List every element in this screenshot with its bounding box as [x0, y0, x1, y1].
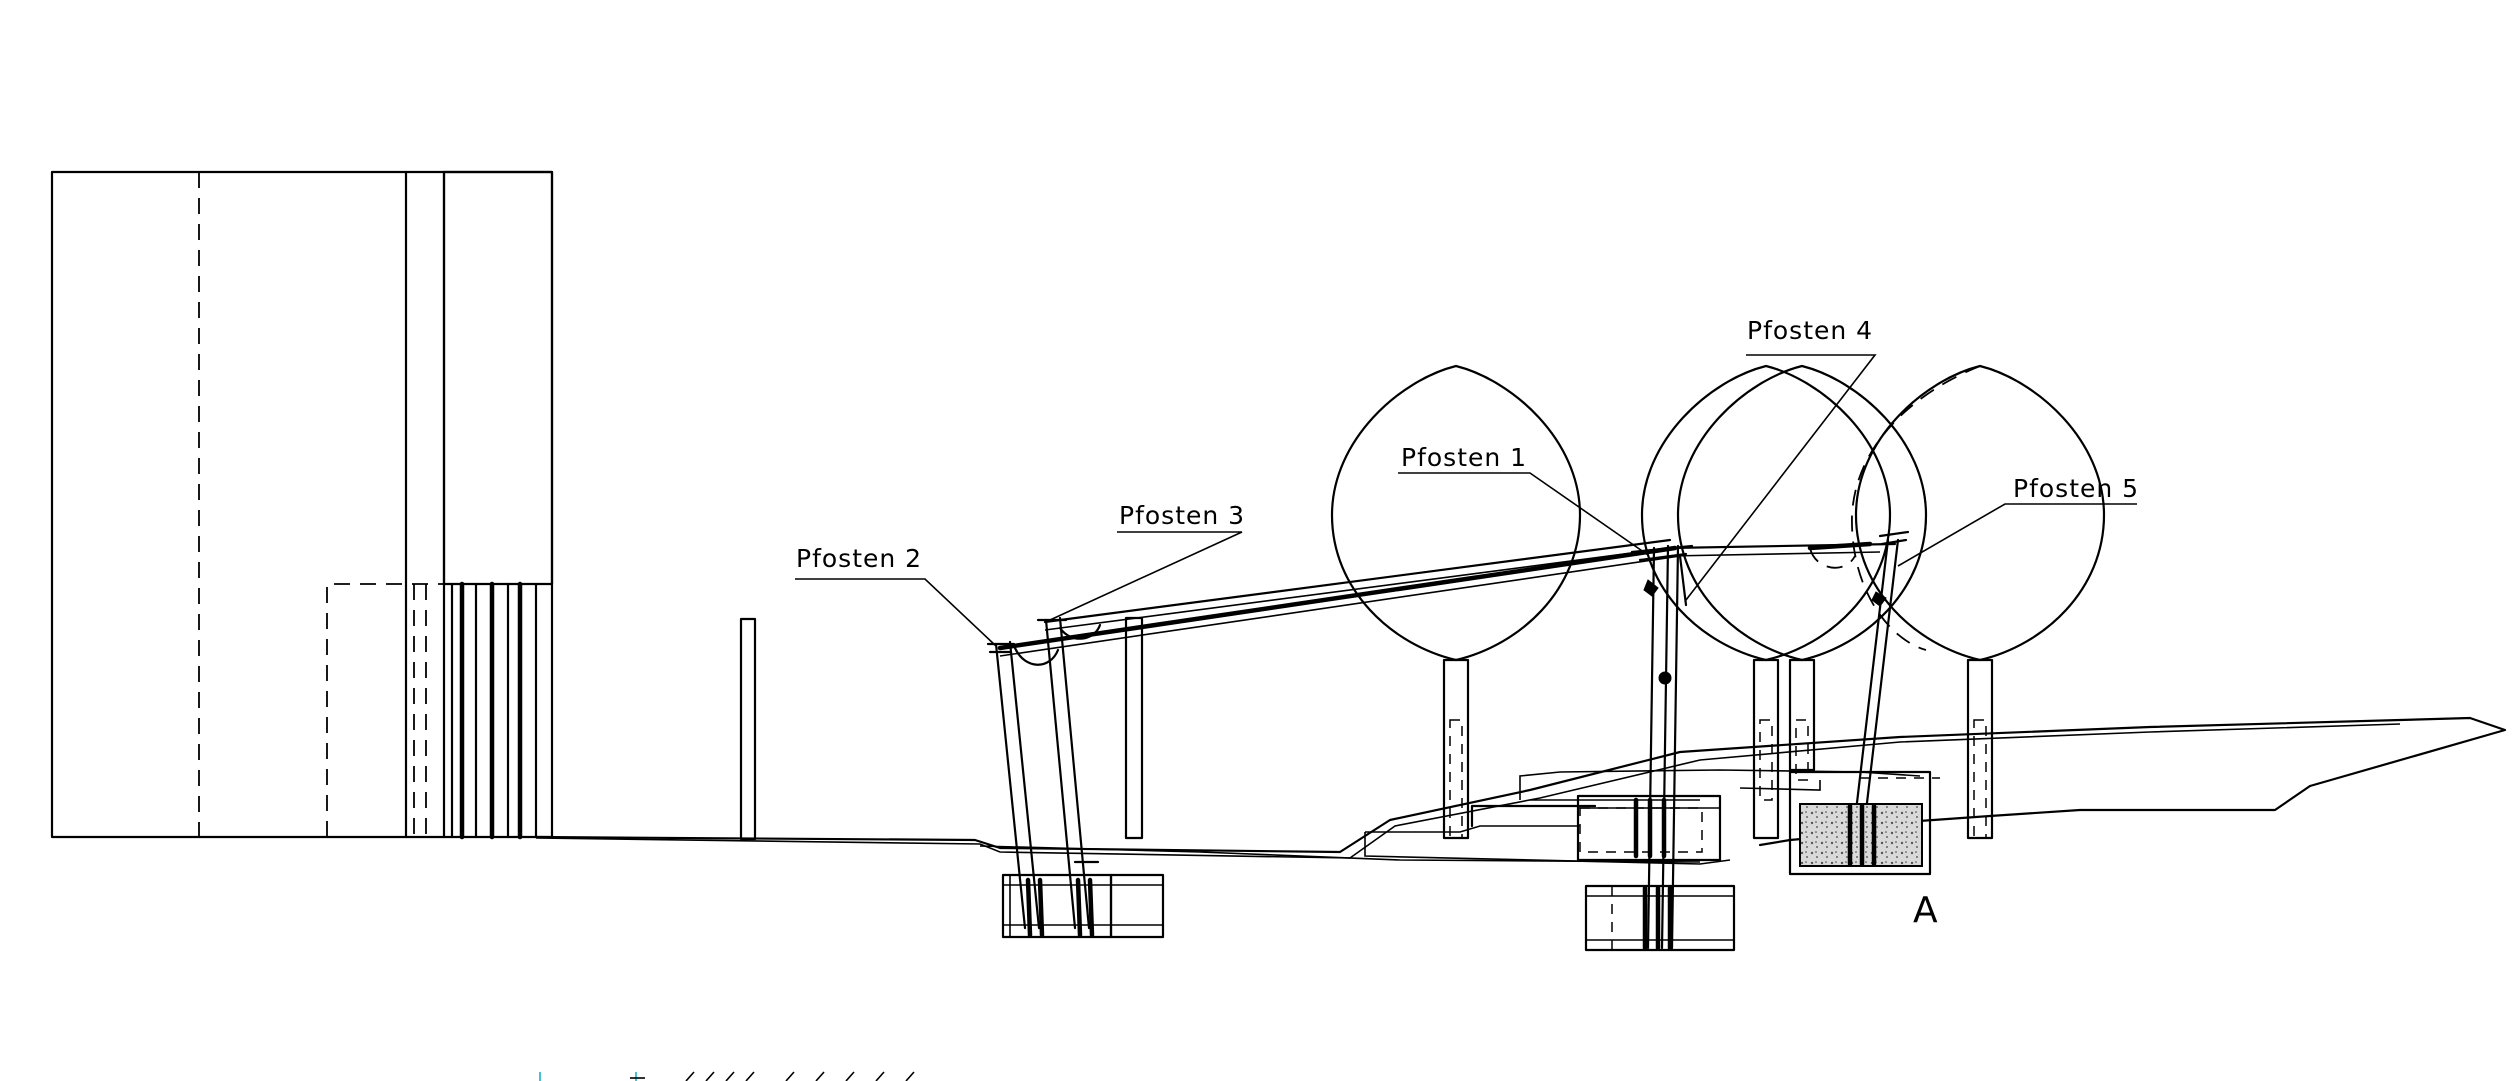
label-detail-a: A	[1913, 890, 1938, 931]
post-pfosten-3	[1036, 616, 1144, 930]
foundation-right	[1788, 770, 1932, 876]
foundation-middle-upper	[1576, 794, 1722, 862]
cropped-marks	[539, 1071, 915, 1081]
canopy-beams	[997, 538, 1897, 666]
post-pfosten-2	[986, 640, 1041, 930]
ground-profile	[534, 716, 2507, 865]
label-pfosten-3: Pfosten 3	[1119, 501, 1245, 530]
tree-4	[1851, 364, 2106, 840]
foundation-left	[1001, 860, 1165, 939]
label-pfosten-4: Pfosten 4	[1747, 316, 1873, 345]
tree-2	[1640, 364, 1892, 840]
building	[50, 170, 554, 840]
tree-3	[1676, 364, 1928, 781]
foundation-middle-lower	[1584, 884, 1736, 952]
leader-lines	[795, 354, 2137, 647]
label-pfosten-2: Pfosten 2	[796, 544, 922, 573]
small-post	[739, 617, 757, 841]
tree-1	[1330, 364, 1582, 840]
label-pfosten-1: Pfosten 1	[1401, 443, 1527, 472]
label-pfosten-5: Pfosten 5	[2013, 474, 2139, 503]
post-pfosten-1-4	[1630, 544, 1694, 950]
